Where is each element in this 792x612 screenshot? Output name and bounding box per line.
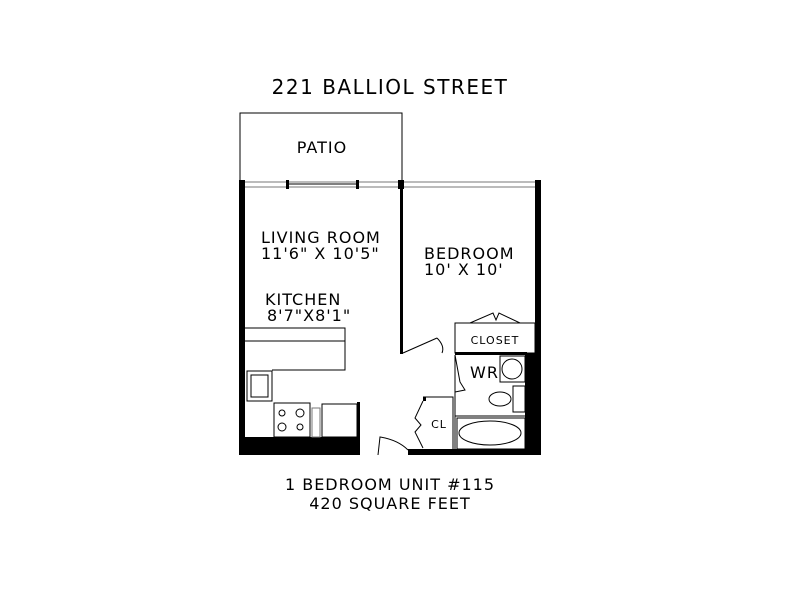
- bedroom-label: BEDROOM: [424, 244, 515, 263]
- refrigerator: [321, 403, 358, 438]
- wall-right-thick: [525, 353, 541, 455]
- wall-bedroom: [400, 186, 403, 354]
- toilet: [488, 391, 512, 407]
- entry-door[interactable]: [377, 436, 409, 456]
- closet-label: CLOSET: [471, 334, 520, 347]
- wall-bottom-kitchen: [239, 437, 360, 455]
- stove: [273, 402, 311, 438]
- wall-right: [535, 180, 541, 455]
- living-room-size: 11'6" X 10'5": [261, 244, 380, 263]
- kitchen-sink: [246, 370, 273, 402]
- building-title: 221 BALLIOL STREET: [272, 75, 509, 99]
- bedroom-door[interactable]: [402, 337, 438, 354]
- wall-bottom-right: [408, 449, 541, 455]
- cl-doors[interactable]: [414, 400, 424, 449]
- kitchen-counter: [245, 327, 346, 371]
- living-room-label: LIVING ROOM: [261, 228, 381, 247]
- kitchen-size: 8'7"X8'1": [267, 306, 351, 325]
- windows-top: [245, 180, 535, 189]
- washroom-label: WR: [470, 363, 499, 382]
- sink-wr: [499, 355, 526, 383]
- area-label: 420 SQUARE FEET: [309, 494, 471, 513]
- bedroom-size: 10' X 10': [424, 260, 504, 279]
- cl-label: CL: [431, 418, 447, 431]
- closet-outline: [454, 322, 536, 354]
- unit-label: 1 BEDROOM UNIT #115: [285, 475, 495, 494]
- patio-label: PATIO: [297, 138, 347, 157]
- kitchen-label: KITCHEN: [265, 290, 341, 309]
- washroom-door[interactable]: [454, 354, 466, 393]
- wall-left: [239, 180, 245, 455]
- closet-doors[interactable]: [455, 312, 535, 324]
- bathtub: [456, 417, 526, 450]
